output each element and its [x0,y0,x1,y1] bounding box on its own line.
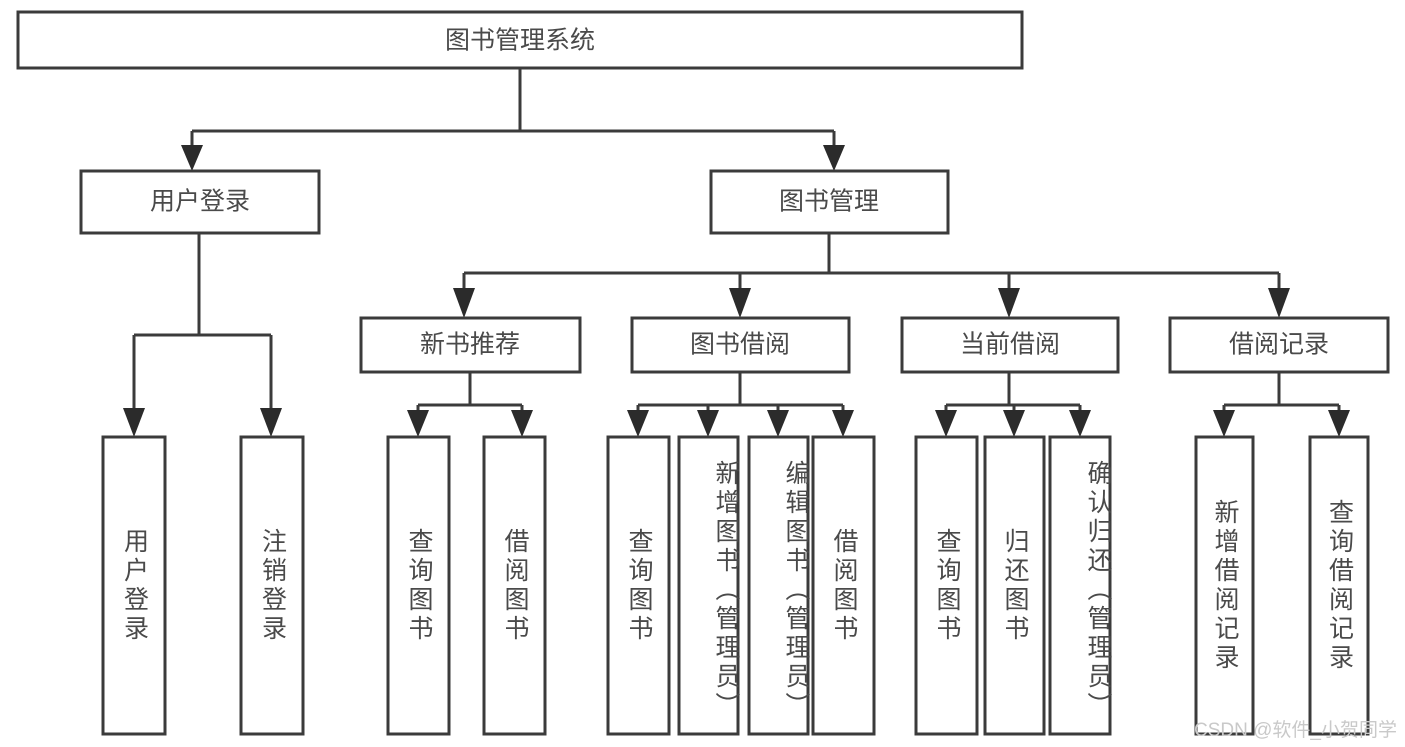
connector-newbookrec-to-leaves [407,372,533,437]
node-new-book-rec-box[interactable] [359,316,582,374]
node-current-borrow-label: 当前借阅 [960,331,1060,359]
node-leaf-confirm-return-box[interactable] [1048,435,1112,736]
node-leaf-query-book-3-box[interactable] [914,435,979,736]
node-new-book-rec[interactable]: 新书推荐 [359,316,582,374]
node-current-borrow-box[interactable] [900,316,1120,374]
node-book-manage-box[interactable] [709,169,950,235]
node-borrow-record-label: 借阅记录 [1229,331,1329,359]
connector-bookmanage-to-level3 [453,233,1290,318]
node-user-login-label: 用户登录 [150,188,250,216]
connector-userlogin-to-leaves [123,233,282,437]
csdn-watermark: CSDN @软件_小贺同学 [1194,720,1397,741]
node-book-manage-label: 图书管理 [779,188,879,216]
node-root[interactable]: 图书管理系统 [16,10,1024,70]
node-book-borrow-box[interactable] [630,316,851,374]
node-leaf-add-book-box[interactable] [677,435,740,736]
node-leaf-borrow-book-1-box[interactable] [482,435,547,736]
node-leaf-borrow-book-2-box[interactable] [811,435,876,736]
node-root-box[interactable] [16,10,1024,70]
node-new-book-rec-label: 新书推荐 [420,331,520,359]
node-leaf-user-login-box[interactable] [101,435,167,736]
node-leaf-return-book-box[interactable] [983,435,1046,736]
node-book-borrow-label: 图书借阅 [690,331,790,359]
node-borrow-record[interactable]: 借阅记录 [1168,316,1390,374]
connector-borrowrecord-to-leaves [1213,372,1350,437]
node-current-borrow[interactable]: 当前借阅 [900,316,1120,374]
connector-bookborrow-to-leaves [627,372,854,437]
node-leaf-query-book-1-box[interactable] [386,435,451,736]
connector-root-to-level2 [181,68,845,171]
node-leaf-logout-login-box[interactable] [239,435,305,736]
node-book-borrow[interactable]: 图书借阅 [630,316,851,374]
node-user-login-box[interactable] [79,169,321,235]
node-leaf-query-record-box[interactable] [1308,435,1370,736]
node-borrow-record-box[interactable] [1168,316,1390,374]
node-leaf-edit-book-box[interactable] [747,435,810,736]
node-leaf-add-record-box[interactable] [1194,435,1255,736]
node-root-label: 图书管理系统 [445,27,595,55]
connector-currentborrow-to-leaves [935,372,1091,437]
node-book-manage[interactable]: 图书管理 [709,169,950,235]
node-user-login[interactable]: 用户登录 [79,169,321,235]
node-leaf-query-book-2-box[interactable] [606,435,671,736]
